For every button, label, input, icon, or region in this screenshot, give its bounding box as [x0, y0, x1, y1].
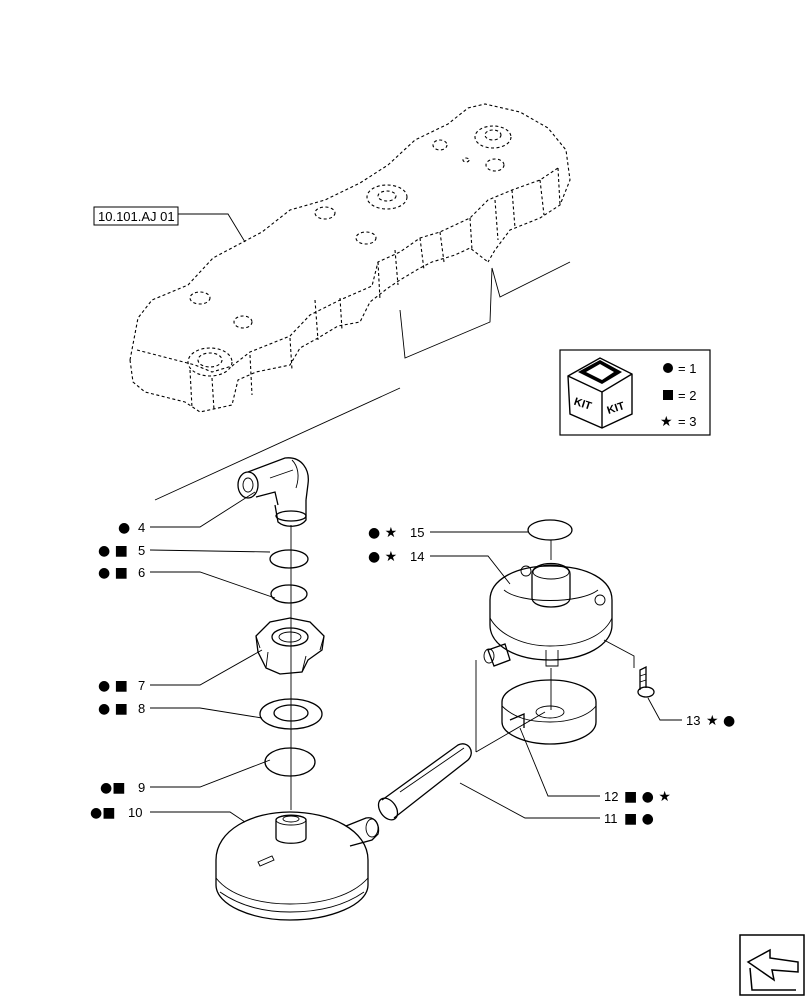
callout-7[interactable]: ● ■ 7 [98, 678, 145, 694]
svg-text:= 1: = 1 [678, 361, 696, 376]
svg-text:● ★: ● ★ [368, 549, 397, 565]
svg-text:● ★: ● ★ [368, 525, 397, 541]
reference-box [93, 206, 179, 226]
legend-entry-circle: = 1 [663, 361, 696, 376]
callout-12[interactable]: 12 ■ ● ★ [604, 789, 671, 805]
star-icon: ★ [660, 414, 673, 430]
svg-text:10: 10 [128, 805, 142, 820]
svg-text:■ ● ★: ■ ● ★ [624, 789, 671, 805]
svg-text:13: 13 [686, 713, 700, 728]
svg-text:11: 11 [604, 811, 618, 826]
leader-lines [149, 491, 682, 823]
legend-entry-square: = 2 [663, 388, 696, 403]
reference-leader [178, 213, 246, 243]
svg-text:= 3: = 3 [678, 414, 696, 429]
reference-label: 10.101.AJ 01 [98, 209, 175, 224]
callout-6[interactable]: ● ■ 6 [98, 565, 145, 581]
callout-14[interactable]: ● ★ 14 [368, 549, 424, 565]
part-6-o-ring [270, 584, 308, 604]
part-15-o-ring [527, 519, 573, 541]
callout-4[interactable]: ● 4 [118, 520, 145, 536]
svg-text:●■: ●■ [100, 780, 125, 796]
cover-guide-lines [154, 261, 571, 501]
svg-text:12: 12 [604, 789, 618, 804]
part-7-star-nut [255, 617, 325, 675]
svg-text:★ ●: ★ ● [706, 713, 735, 729]
part-12-baffle [501, 679, 597, 745]
svg-text:● ■: ● ■ [98, 701, 128, 717]
svg-text:5: 5 [138, 543, 145, 558]
callout-13[interactable]: 13 ★ ● [686, 713, 735, 729]
callout-15[interactable]: ● ★ 15 [368, 525, 424, 541]
callout-8[interactable]: ● ■ 8 [98, 701, 145, 717]
svg-text:● ■: ● ■ [98, 678, 128, 694]
svg-text:8: 8 [138, 701, 145, 716]
svg-text:9: 9 [138, 780, 145, 795]
next-page-arrow-icon[interactable] [739, 934, 805, 996]
svg-text:14: 14 [410, 549, 424, 564]
svg-text:= 2: = 2 [678, 388, 696, 403]
legend-entry-star: ★ = 3 [660, 414, 696, 430]
svg-text:●: ● [118, 520, 130, 536]
svg-text:15: 15 [410, 525, 424, 540]
callout-5[interactable]: ● ■ 5 [98, 543, 145, 559]
svg-text:6: 6 [138, 565, 145, 580]
hose-axis-b [475, 711, 546, 753]
part-9-o-ring [264, 747, 316, 777]
part-10-breather-housing [215, 811, 380, 921]
kit-legend: KIT KIT = 1 = 2 ★ = 3 [559, 349, 711, 436]
part-11-hose [377, 743, 472, 821]
part-13-screw [603, 639, 655, 698]
reference-callout[interactable]: 10.101.AJ 01 [93, 206, 246, 243]
kit-box-icon: KIT KIT [567, 357, 633, 429]
part-14-separator-body [483, 562, 613, 667]
callout-11[interactable]: 11 ■ ● [604, 811, 654, 827]
svg-text:KIT: KIT [572, 396, 593, 413]
svg-text:7: 7 [138, 678, 145, 693]
svg-text:KIT: KIT [606, 400, 627, 417]
svg-text:●■: ●■ [90, 805, 115, 821]
valve-cover-phantom [129, 103, 571, 413]
square-icon [663, 390, 673, 400]
callout-9[interactable]: ●■ 9 [100, 780, 145, 796]
svg-text:■ ●: ■ ● [624, 811, 654, 827]
svg-text:4: 4 [138, 520, 145, 535]
svg-text:● ■: ● ■ [98, 565, 128, 581]
circle-icon [663, 363, 673, 373]
part-4-elbow-fitting [237, 457, 309, 527]
svg-text:● ■: ● ■ [98, 543, 128, 559]
callout-10[interactable]: ●■ 10 [90, 805, 142, 821]
part-5-o-ring [269, 549, 309, 569]
